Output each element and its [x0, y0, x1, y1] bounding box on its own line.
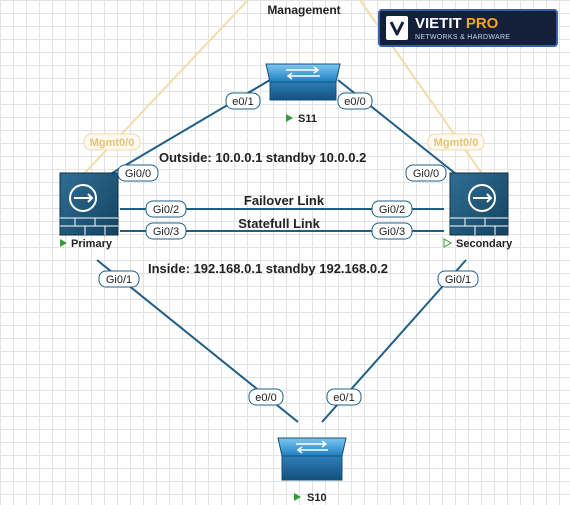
iflabel-s11-right: e0/0 [337, 92, 373, 110]
logo-brand-accent: PRO [465, 14, 499, 32]
logo-tagline: NETWORKS & HARDWARE [415, 33, 511, 41]
outside-address-label: Outside: 10.0.0.1 standby 10.0.0.2 [159, 150, 366, 165]
iflabel-primary-mgmt: Mgmt0/0 [83, 133, 141, 151]
status-indicator-s11 [286, 114, 293, 122]
iflabel-secondary-outside: Gi0/0 [405, 164, 447, 182]
stateful-link-label: Statefull Link [238, 216, 320, 231]
status-indicator-s10 [294, 493, 301, 501]
firewall-brick-icon [450, 217, 508, 235]
iflabel-primary-outside: Gi0/0 [117, 164, 159, 182]
v-mark-icon [389, 21, 405, 36]
svg-text:Gi0/3: Gi0/3 [379, 226, 405, 238]
firewall-brick-icon [60, 217, 118, 235]
logo-brand-name: VIETIT [415, 14, 462, 32]
svg-text:Gi0/2: Gi0/2 [379, 204, 405, 216]
svg-text:Gi0/1: Gi0/1 [106, 274, 132, 286]
network-links [96, 79, 467, 423]
svg-text:e0/1: e0/1 [232, 96, 253, 108]
iflabel-primary-inside: Gi0/1 [98, 270, 140, 288]
svg-text:e0/0: e0/0 [344, 96, 365, 108]
svg-text:Gi0/2: Gi0/2 [153, 204, 179, 216]
switch-arrows-icon [286, 66, 320, 80]
iflabel-secondary-stateful: Gi0/3 [371, 222, 413, 240]
svg-text:Gi0/3: Gi0/3 [153, 226, 179, 238]
svg-text:Gi0/1: Gi0/1 [445, 274, 471, 286]
firewall-secondary[interactable] [449, 172, 509, 236]
iflabel-s11-left: e0/1 [225, 92, 261, 110]
iflabel-secondary-mgmt: Mgmt0/0 [427, 133, 485, 151]
status-indicator-primary [60, 239, 67, 247]
switch-s10[interactable] [277, 437, 347, 481]
device-label-s11: S11 [298, 113, 317, 125]
svg-text:Mgmt0/0: Mgmt0/0 [434, 137, 479, 149]
failover-link-label: Failover Link [244, 193, 325, 208]
vietit-pro-logo: VIETIT PRO NETWORKS & HARDWARE [378, 9, 558, 47]
svg-text:Gi0/0: Gi0/0 [413, 168, 439, 180]
management-label: Management [267, 3, 340, 17]
svg-text:e0/0: e0/0 [255, 392, 276, 404]
switch-arrows-icon [296, 440, 328, 454]
svg-text:Gi0/0: Gi0/0 [125, 168, 151, 180]
firewall-primary[interactable] [59, 172, 119, 236]
iflabel-secondary-inside: Gi0/1 [437, 270, 479, 288]
iflabel-primary-failover: Gi0/2 [145, 200, 187, 218]
device-label-secondary: Secondary [456, 238, 513, 250]
iflabel-primary-stateful: Gi0/3 [145, 222, 187, 240]
iflabel-secondary-failover: Gi0/2 [371, 200, 413, 218]
svg-text:Mgmt0/0: Mgmt0/0 [90, 137, 135, 149]
device-label-primary: Primary [71, 238, 113, 250]
device-label-s10: S10 [307, 492, 327, 504]
logo-brand: VIETIT PRO [415, 16, 510, 31]
logo-v-icon [386, 16, 408, 40]
iflabel-s10-left: e0/0 [248, 388, 284, 406]
switch-s11[interactable] [265, 63, 341, 101]
svg-text:e0/1: e0/1 [333, 392, 354, 404]
status-indicator-secondary [443, 238, 453, 248]
inside-address-label: Inside: 192.168.0.1 standby 192.168.0.2 [148, 261, 388, 276]
iflabel-s10-right: e0/1 [326, 388, 362, 406]
